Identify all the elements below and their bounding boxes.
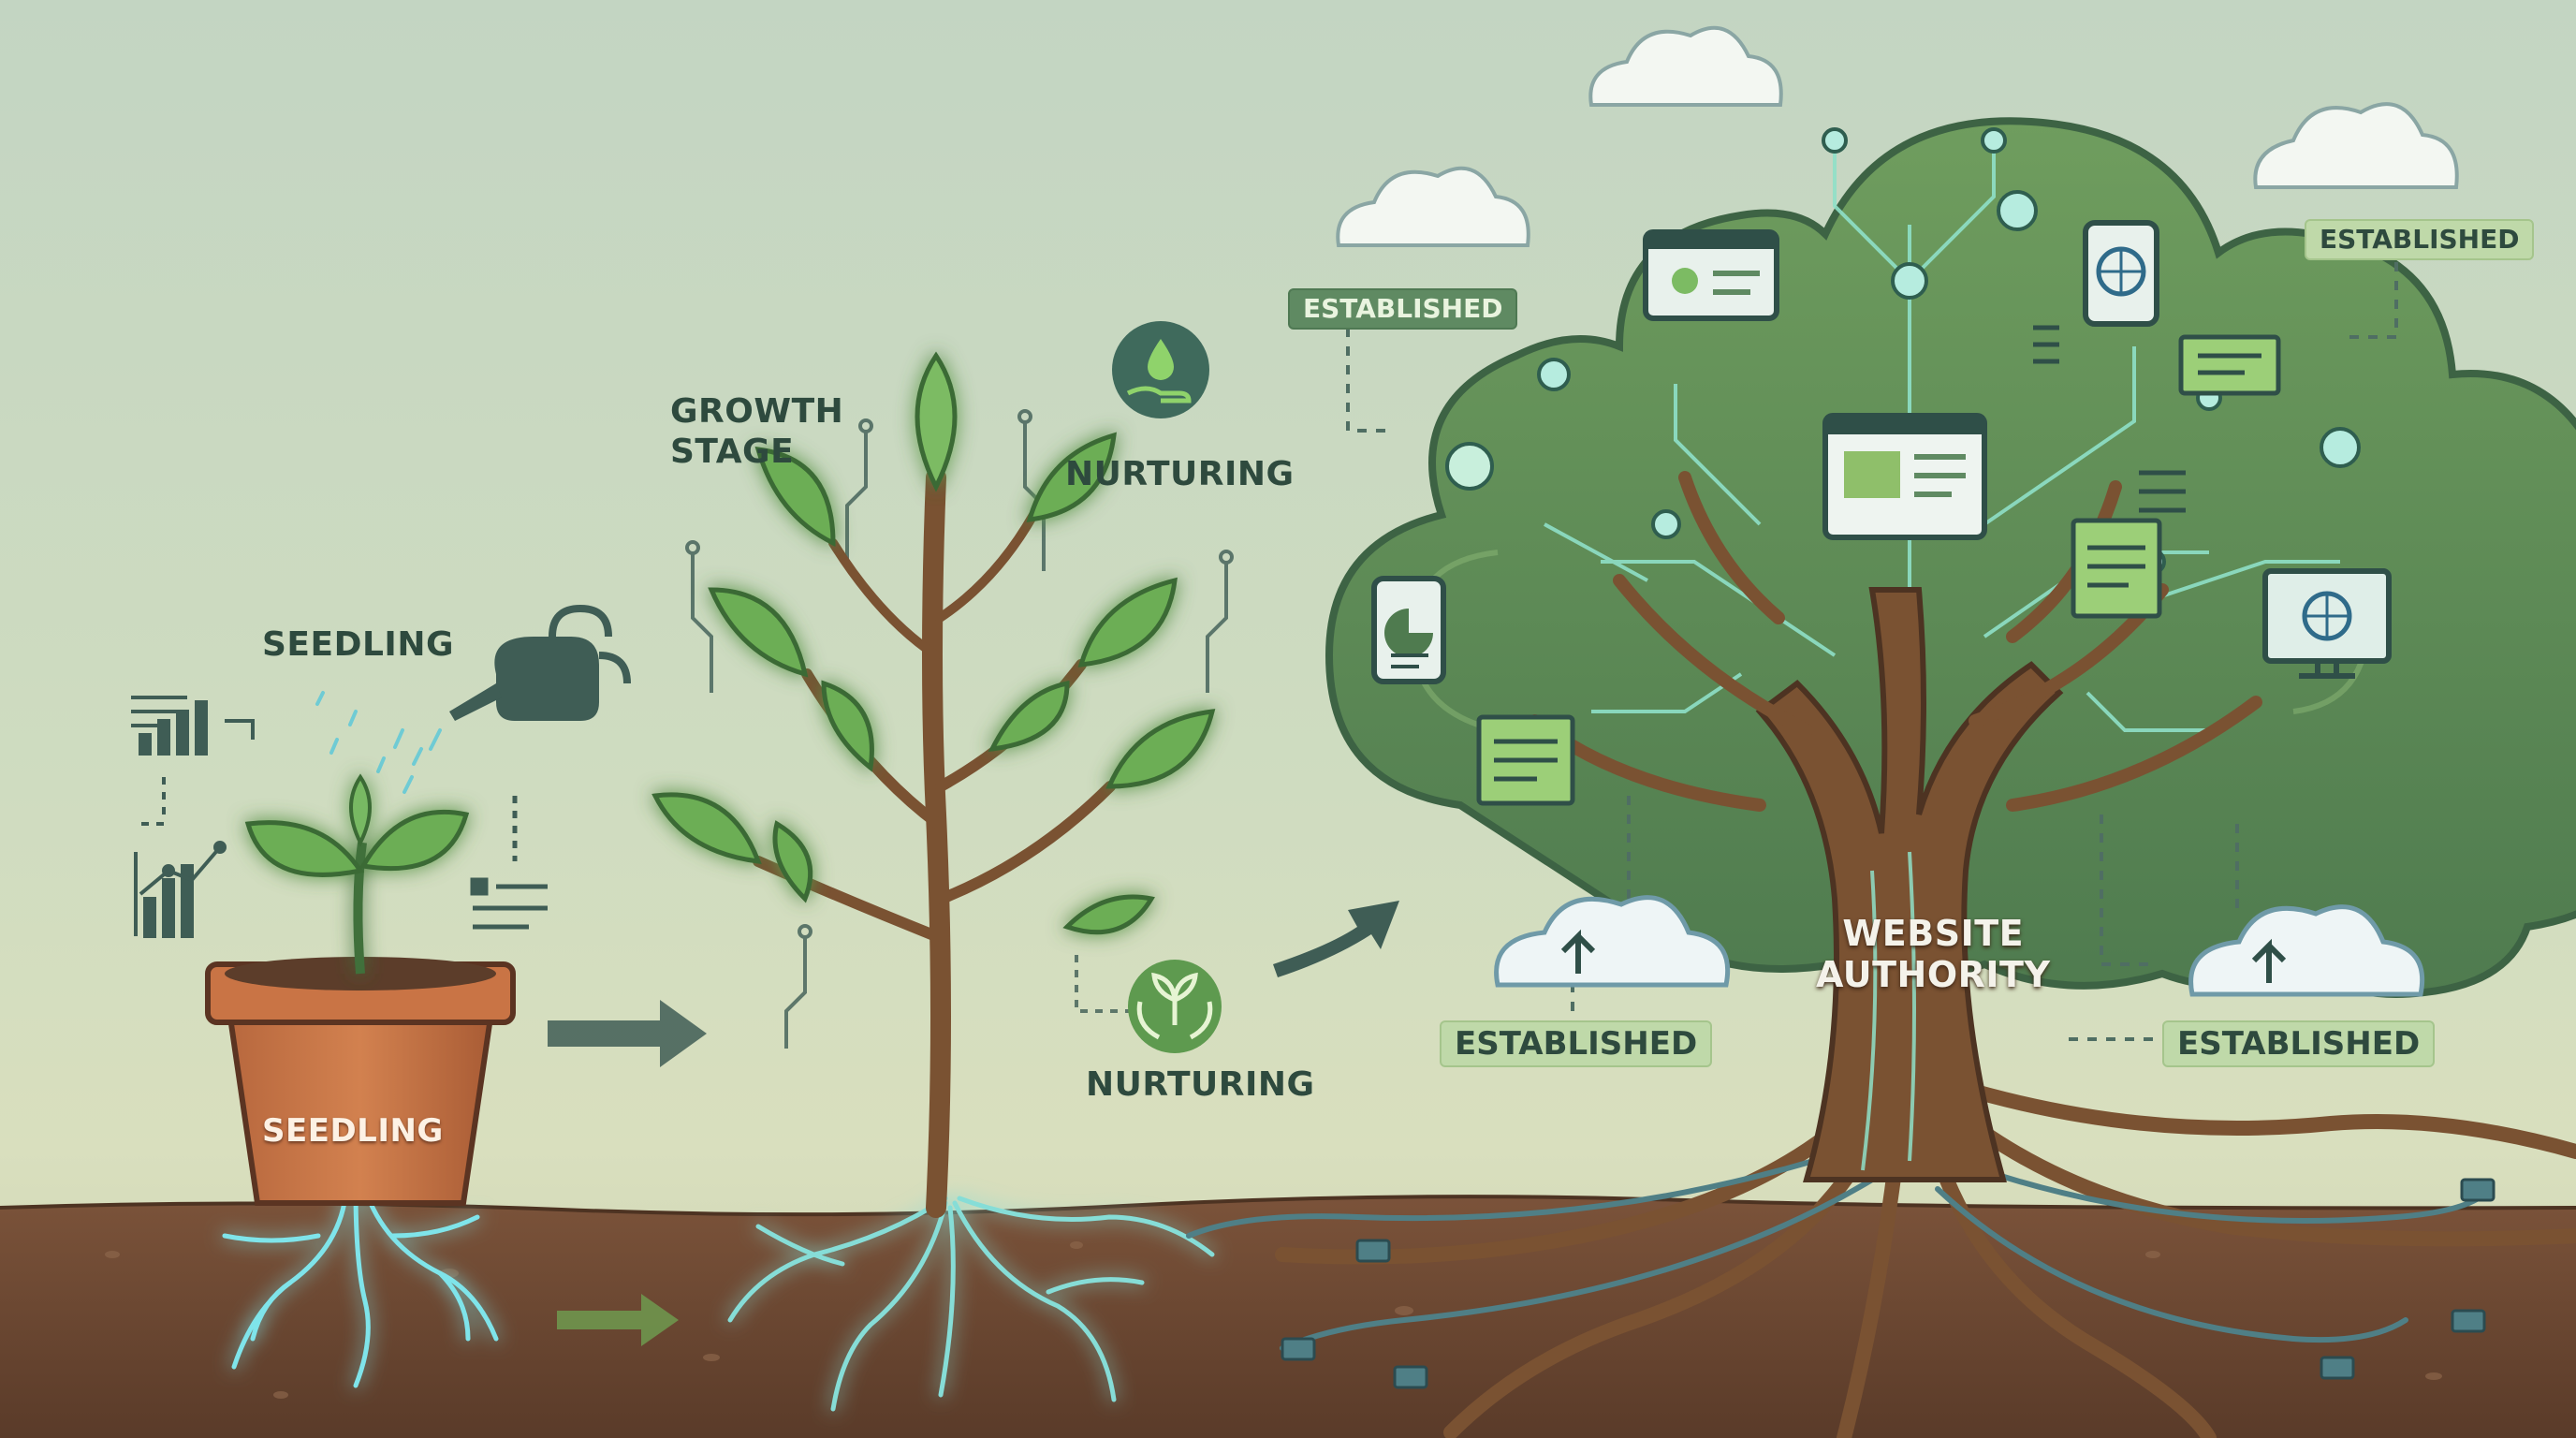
- sprout-plant: [244, 773, 470, 975]
- cloud-upload-icon: [1494, 895, 1731, 988]
- established-badge-top-left: ESTABLISHED: [1288, 288, 1518, 330]
- browser-window-icon: [1643, 229, 1779, 321]
- website-authority-label: WEBSITE AUTHORITY: [1816, 913, 2051, 995]
- growth-roots: [727, 1196, 1215, 1412]
- cable-plug-icon: [1281, 1178, 2496, 1389]
- pot-label: SEEDLING: [262, 1112, 444, 1150]
- network-node-icon: [1445, 127, 2361, 575]
- growth-stage-title: GROWTH STAGE: [670, 391, 843, 472]
- trunk-line2: AUTHORITY: [1816, 953, 2051, 995]
- watering-can-icon: [449, 604, 631, 721]
- circuit-lines: [685, 409, 1234, 1049]
- line-chart-icon: [134, 777, 227, 938]
- nurturing-label-bottom: NURTURING: [1086, 1065, 1315, 1104]
- arrow-right-icon: [557, 1294, 679, 1346]
- established-badge-bottom-left: ESTABLISHED: [1440, 1020, 1713, 1067]
- seedling-roots: [222, 1186, 499, 1388]
- document-lines-icon: [470, 796, 548, 930]
- monitor-globe-icon: [2262, 568, 2392, 679]
- growth-stage: [651, 321, 1234, 1412]
- flower-pot: [205, 957, 516, 1206]
- nurturing-label-top: NURTURING: [1065, 455, 1295, 493]
- cloud-upload-icon: [2188, 904, 2425, 997]
- seedling-stage: [131, 604, 631, 1388]
- root-cables: [1186, 1149, 2493, 1351]
- arrow-right-icon: [548, 1000, 707, 1067]
- growth-title-line1: GROWTH: [670, 392, 844, 431]
- trunk-line1: WEBSITE: [1842, 913, 2025, 954]
- seedling-title: SEEDLING: [262, 625, 455, 664]
- document-lines-icon: [2033, 325, 2186, 513]
- growth-title-line2: STAGE: [670, 433, 795, 472]
- sprout-hands-icon: [1128, 960, 1222, 1053]
- tablet-globe-icon: [2083, 220, 2159, 327]
- document-lines-icon: [1476, 714, 1575, 806]
- bar-chart-icon: [131, 696, 255, 756]
- tablet-pie-chart-icon: [1371, 576, 1446, 684]
- established-tree: [1186, 117, 2576, 1438]
- document-lines-icon: [2071, 518, 2162, 619]
- browser-window-icon: [1822, 413, 1987, 540]
- established-badge-top-right: ESTABLISHED: [2305, 219, 2535, 260]
- growth-trunk: [753, 467, 1116, 1218]
- document-lines-icon: [2178, 334, 2281, 396]
- growth-leaves: [651, 351, 1216, 935]
- established-badge-bottom-right: ESTABLISHED: [2162, 1020, 2436, 1067]
- arrow-right-icon: [1273, 901, 1399, 977]
- water-drop-hand-icon: [1112, 321, 1209, 418]
- water-drops: [315, 691, 442, 794]
